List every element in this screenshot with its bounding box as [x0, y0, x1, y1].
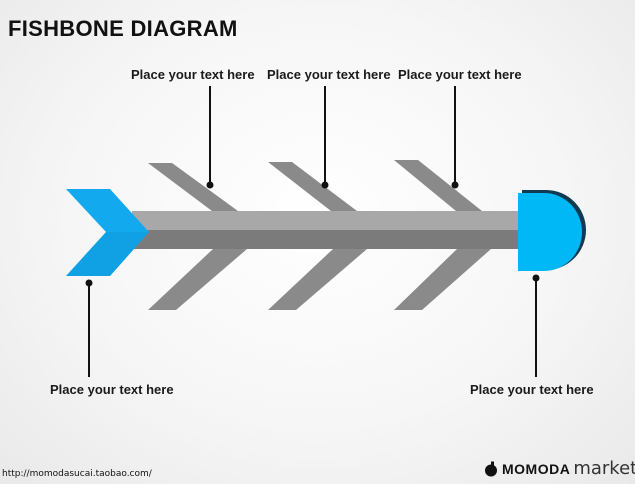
- label-top-center: Place your text here: [267, 67, 391, 82]
- upper-bone-2: [268, 162, 357, 211]
- momoda-logo-icon: [485, 461, 497, 476]
- lower-bone-1: [148, 249, 247, 310]
- tail-chevron: [66, 189, 149, 276]
- connector-dot-bottom-left: [85, 279, 93, 287]
- connector-dot-top-left: [206, 181, 214, 189]
- brand-name: MOMODA: [502, 460, 571, 477]
- spine-top: [132, 211, 524, 230]
- connector-dot-top-center: [321, 181, 329, 189]
- footer-url: http://momodasucai.taobao.com/: [2, 469, 152, 479]
- upper-bone-1: [148, 163, 238, 211]
- page-title: FISHBONE DIAGRAM: [8, 16, 238, 41]
- lower-bone-3: [394, 249, 491, 310]
- label-top-right: Place your text here: [398, 67, 522, 82]
- lower-bone-2: [268, 249, 367, 310]
- brand-suffix: market: [573, 458, 635, 479]
- head: [518, 193, 582, 271]
- spine-bottom: [132, 230, 524, 249]
- upper-bone-3: [394, 160, 482, 211]
- brand: MOMODA market: [484, 458, 635, 479]
- label-bottom-right: Place your text here: [470, 382, 594, 397]
- label-bottom-left: Place your text here: [50, 382, 174, 397]
- connector-dot-top-right: [451, 181, 459, 189]
- label-top-left: Place your text here: [131, 67, 255, 82]
- connector-dot-bottom-right: [532, 274, 540, 282]
- tail-chevron-shade: [66, 232, 149, 276]
